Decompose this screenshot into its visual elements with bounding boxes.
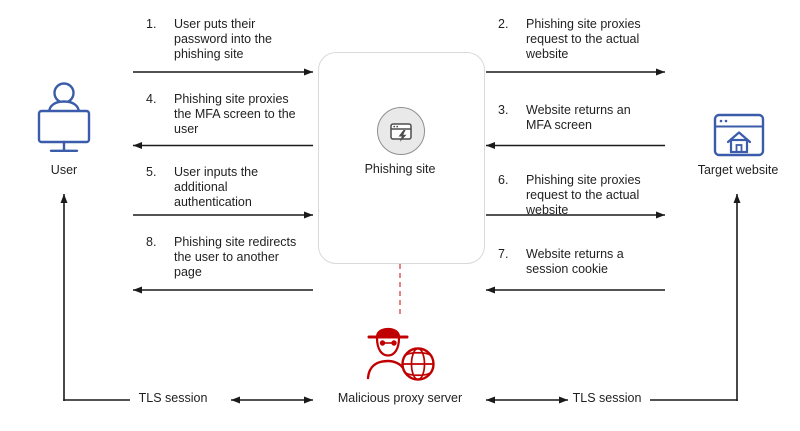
flow-8-number: 8. <box>146 235 157 249</box>
flow-label-4: 4. Phishing site proxies the MFA screen … <box>146 92 316 137</box>
user-icon <box>34 80 94 165</box>
flow-7-text: Website returns a session cookie <box>526 247 624 276</box>
malicious-proxy-label: Malicious proxy server <box>337 391 463 405</box>
flow-label-8: 8. Phishing site redirects the user to a… <box>146 235 316 280</box>
flow-label-2: 2. Phishing site proxies request to the … <box>498 17 668 62</box>
flow-label-5: 5. User inputs the additional authentica… <box>146 165 316 210</box>
flow-5-number: 5. <box>146 165 157 179</box>
flow-6-number: 6. <box>498 173 509 187</box>
flow-2-text: Phishing site proxies request to the act… <box>526 17 641 61</box>
target-website-label: Target website <box>697 163 779 177</box>
flow-5-text: User inputs the additional authenticatio… <box>174 165 259 209</box>
tls-session-left-label: TLS session <box>138 391 208 405</box>
malicious-proxy-icon <box>356 316 444 389</box>
phishing-site-label: Phishing site <box>364 162 436 176</box>
flow-1-text: User puts their password into the phishi… <box>174 17 272 61</box>
flow-label-6: 6. Phishing site proxies request to the … <box>498 173 668 218</box>
flow-label-1: 1. User puts their password into the phi… <box>146 17 316 62</box>
flow-label-3: 3. Website returns an MFA screen <box>498 103 668 133</box>
flow-2-number: 2. <box>498 17 509 31</box>
flow-3-text: Website returns an MFA screen <box>526 103 631 132</box>
flow-3-number: 3. <box>498 103 509 117</box>
flow-6-text: Phishing site proxies request to the act… <box>526 173 641 217</box>
flow-7-number: 7. <box>498 247 509 261</box>
flow-1-number: 1. <box>146 17 157 31</box>
flow-4-number: 4. <box>146 92 157 106</box>
flow-8-text: Phishing site redirects the user to anot… <box>174 235 297 279</box>
user-label: User <box>50 163 78 177</box>
phishing-site-box <box>318 52 485 264</box>
flow-4-text: Phishing site proxies the MFA screen to … <box>174 92 296 136</box>
target-website-icon <box>713 112 765 163</box>
tls-session-right-label: TLS session <box>572 391 642 405</box>
phishing-site-icon <box>377 107 425 155</box>
flow-label-7: 7. Website returns a session cookie <box>498 247 668 277</box>
